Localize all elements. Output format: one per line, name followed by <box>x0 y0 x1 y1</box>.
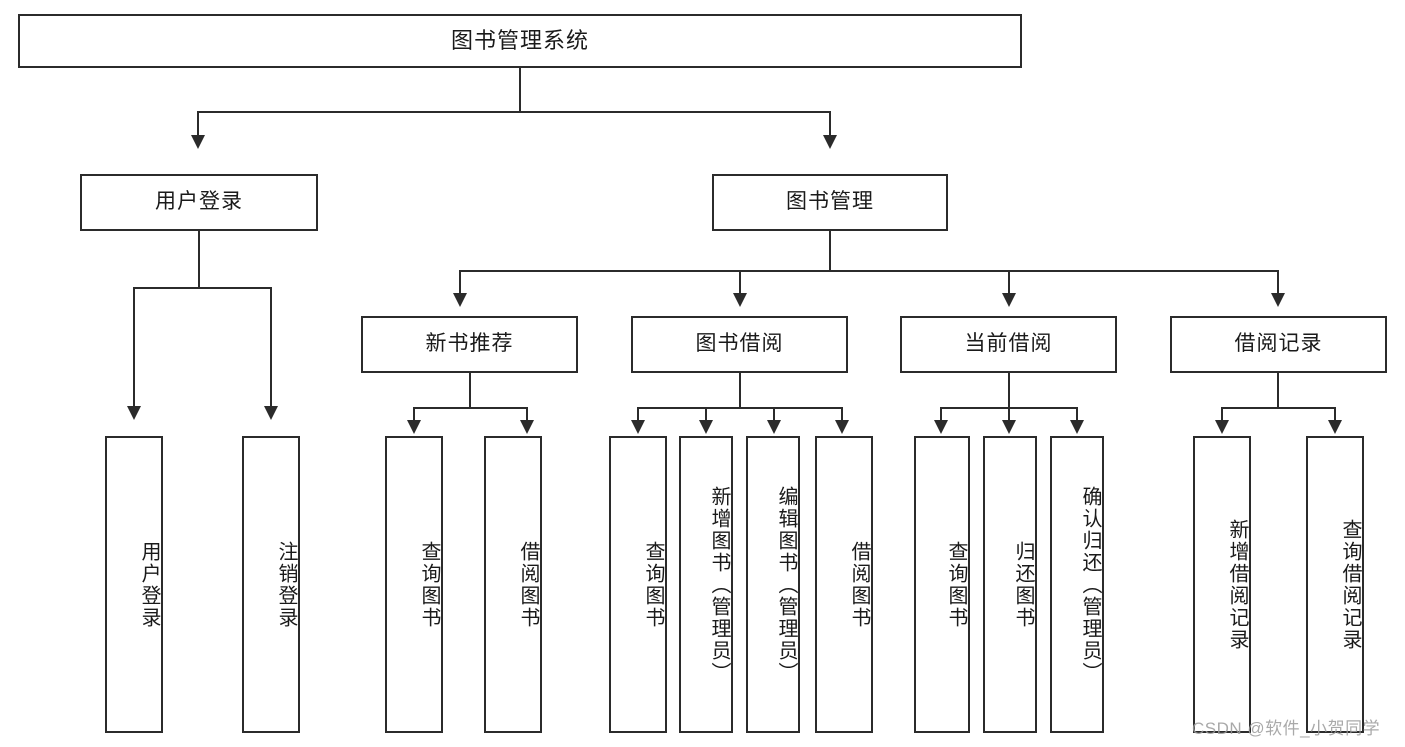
arrowhead-new-book-recommend <box>453 293 467 307</box>
connector-root-to-user-login <box>197 111 199 137</box>
connector-new-book-bus <box>413 407 526 409</box>
connector-user-login-drop-2 <box>270 287 272 407</box>
arrowhead-leaf-edit-book <box>767 420 781 434</box>
arrowhead-book-mgmt <box>823 135 837 149</box>
connector-book-borrow-drop-2 <box>705 407 707 421</box>
arrowhead-leaf-query-book-1 <box>407 420 421 434</box>
connector-new-book-stem <box>469 373 471 408</box>
connector-book-borrow-drop-4 <box>841 407 843 421</box>
node-label: 新增图书（管理员） <box>708 485 730 684</box>
leaf-user-login[interactable]: 用户登录 <box>105 436 163 733</box>
arrowhead-leaf-confirm-return <box>1070 420 1084 434</box>
node-label: 查询图书 <box>418 540 440 629</box>
node-label: 查询图书 <box>945 540 967 629</box>
connector-borrow-record-stem <box>1277 373 1279 408</box>
node-label: 新增借阅记录 <box>1226 518 1248 651</box>
leaf-borrow-book[interactable]: 借阅图书 <box>815 436 873 733</box>
connector-book-mgmt-drop-4 <box>1277 270 1279 294</box>
arrowhead-leaf-borrow-book-1 <box>520 420 534 434</box>
arrowhead-borrow-record <box>1271 293 1285 307</box>
leaf-query-book-current[interactable]: 查询图书 <box>914 436 970 733</box>
node-borrow-record[interactable]: 借阅记录 <box>1170 316 1387 373</box>
arrowhead-leaf-add-book <box>699 420 713 434</box>
connector-book-mgmt-drop-1 <box>459 270 461 294</box>
connector-borrow-record-drop-1 <box>1221 407 1223 421</box>
arrowhead-leaf-query-record <box>1328 420 1342 434</box>
connector-root-to-book-mgmt <box>829 111 831 137</box>
connector-root-bus <box>197 111 831 113</box>
node-book-borrow[interactable]: 图书借阅 <box>631 316 848 373</box>
node-label: 查询图书 <box>642 540 664 629</box>
node-label: 编辑图书（管理员） <box>775 485 797 684</box>
leaf-query-book-borrow[interactable]: 查询图书 <box>609 436 667 733</box>
leaf-query-borrow-record[interactable]: 查询借阅记录 <box>1306 436 1364 733</box>
connector-user-login-stem <box>198 231 200 288</box>
connector-borrow-record-drop-2 <box>1334 407 1336 421</box>
node-book-management[interactable]: 图书管理 <box>712 174 948 231</box>
connector-new-book-drop-1 <box>413 407 415 421</box>
leaf-borrow-book-recommend[interactable]: 借阅图书 <box>484 436 542 733</box>
node-label: 当前借阅 <box>964 332 1053 356</box>
connector-current-borrow-drop-2 <box>1008 407 1010 421</box>
node-label: 图书管理 <box>786 190 874 214</box>
leaf-add-book-admin[interactable]: 新增图书（管理员） <box>679 436 733 733</box>
connector-borrow-record-bus <box>1221 407 1334 409</box>
leaf-edit-book-admin[interactable]: 编辑图书（管理员） <box>746 436 800 733</box>
connector-user-login-drop-1 <box>133 287 135 407</box>
node-label: 注销登录 <box>275 540 297 629</box>
connector-book-borrow-stem <box>739 373 741 408</box>
connector-current-borrow-stem <box>1008 373 1010 408</box>
node-label: 查询借阅记录 <box>1339 518 1361 651</box>
arrowhead-leaf-add-record <box>1215 420 1229 434</box>
connector-current-borrow-drop-1 <box>940 407 942 421</box>
node-label: 借阅图书 <box>517 540 539 629</box>
leaf-add-borrow-record[interactable]: 新增借阅记录 <box>1193 436 1251 733</box>
node-label: 图书借阅 <box>695 332 784 356</box>
node-user-login[interactable]: 用户登录 <box>80 174 318 231</box>
connector-current-borrow-drop-3 <box>1076 407 1078 421</box>
node-label: 新书推荐 <box>425 332 514 356</box>
arrowhead-leaf-borrow-book-2 <box>835 420 849 434</box>
connector-book-borrow-bus <box>637 407 842 409</box>
connector-book-mgmt-stem <box>829 231 831 271</box>
arrowhead-user-login <box>191 135 205 149</box>
node-label: 借阅图书 <box>848 540 870 629</box>
connector-new-book-drop-2 <box>526 407 528 421</box>
leaf-confirm-return-admin[interactable]: 确认归还（管理员） <box>1050 436 1104 733</box>
arrowhead-book-borrow <box>733 293 747 307</box>
leaf-return-book[interactable]: 归还图书 <box>983 436 1037 733</box>
arrowhead-leaf-query-book-2 <box>631 420 645 434</box>
node-new-book-recommend[interactable]: 新书推荐 <box>361 316 578 373</box>
node-label: 借阅记录 <box>1234 332 1323 356</box>
connector-root-stem <box>519 68 521 112</box>
arrowhead-leaf-return-book <box>1002 420 1016 434</box>
arrowhead-leaf-query-book-3 <box>934 420 948 434</box>
node-label: 用户登录 <box>138 540 160 629</box>
node-label: 确认归还（管理员） <box>1079 485 1101 684</box>
node-label: 归还图书 <box>1012 540 1034 629</box>
connector-user-login-bus <box>133 287 272 289</box>
connector-book-borrow-drop-1 <box>637 407 639 421</box>
leaf-query-book-recommend[interactable]: 查询图书 <box>385 436 443 733</box>
arrowhead-leaf-user-login <box>127 406 141 420</box>
node-current-borrow[interactable]: 当前借阅 <box>900 316 1117 373</box>
node-label: 用户登录 <box>155 190 243 214</box>
connector-book-mgmt-bus <box>459 270 1278 272</box>
connector-book-mgmt-drop-2 <box>739 270 741 294</box>
arrowhead-current-borrow <box>1002 293 1016 307</box>
connector-book-borrow-drop-3 <box>773 407 775 421</box>
connector-book-mgmt-drop-3 <box>1008 270 1010 294</box>
arrowhead-leaf-logout <box>264 406 278 420</box>
leaf-logout[interactable]: 注销登录 <box>242 436 300 733</box>
node-label: 图书管理系统 <box>450 28 589 54</box>
node-root-system[interactable]: 图书管理系统 <box>18 14 1022 68</box>
